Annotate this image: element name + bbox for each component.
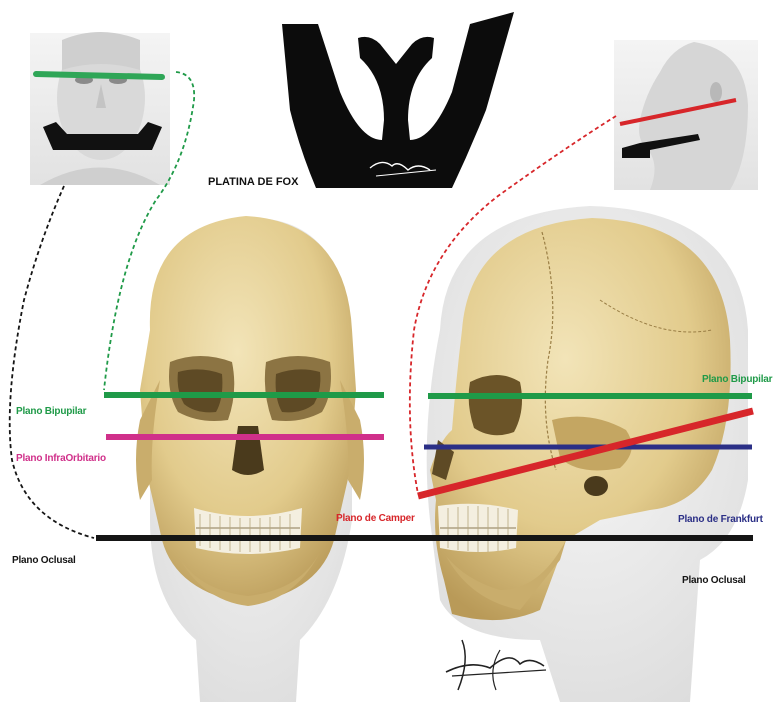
label-bipupilar-right: Plano Bipupilar: [702, 374, 772, 385]
fox-plate-icon: [282, 12, 514, 188]
label-bipupilar-left: Plano Bipupilar: [16, 406, 86, 417]
label-frankfurt: Plano de Frankfurt: [678, 514, 763, 525]
front-face-photo: [30, 32, 170, 185]
signature-mark: [446, 640, 546, 690]
label-oclusal-right: Plano Oclusal: [682, 575, 746, 586]
label-camper: Plano de Camper: [336, 513, 415, 524]
fox-plate-title: PLATINA DE FOX: [208, 176, 299, 188]
label-infraorbitario-left: Plano InfraOrbitario: [16, 453, 106, 464]
front-skull-illustration: [136, 216, 364, 606]
connector-black: [10, 186, 94, 538]
side-face-photo: [614, 40, 758, 190]
photo-bipupilar-line: [36, 74, 162, 77]
label-oclusal-left: Plano Oclusal: [12, 555, 76, 566]
